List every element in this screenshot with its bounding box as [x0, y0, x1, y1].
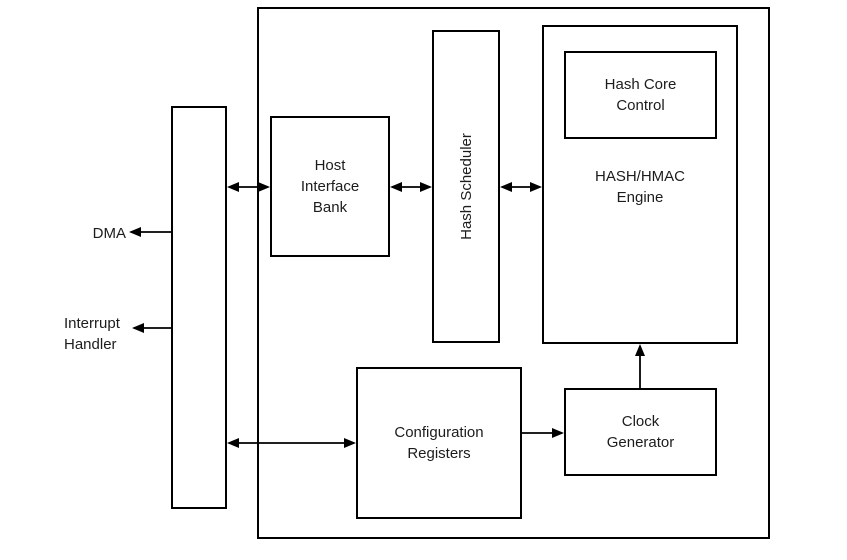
hash-hmac-engine-block: Hash Core Control HASH/HMAC Engine [542, 25, 738, 344]
host-interface-bank-label: Host Interface Bank [300, 157, 360, 216]
clock-generator-label: Clock Generator [606, 413, 675, 451]
hash-scheduler-block: Hash Scheduler [432, 30, 500, 343]
dma-label: DMA [92, 225, 126, 242]
configuration-registers-label: Configuration Registers [394, 424, 484, 462]
interrupt-handler-label: Interrupt Handler [64, 315, 120, 353]
system-bus-bar [171, 106, 227, 509]
hash-scheduler-label: Hash Scheduler [457, 133, 475, 240]
host-interface-bank-block: Host Interface Bank [270, 116, 390, 257]
clock-generator-block: Clock Generator [564, 388, 717, 476]
hash-core-control-block: Hash Core Control [564, 51, 717, 139]
hash-hmac-engine-label: HASH/HMAC Engine [594, 168, 685, 206]
hash-core-control-label: Hash Core Control [604, 76, 677, 114]
configuration-registers-block: Configuration Registers [356, 367, 522, 519]
